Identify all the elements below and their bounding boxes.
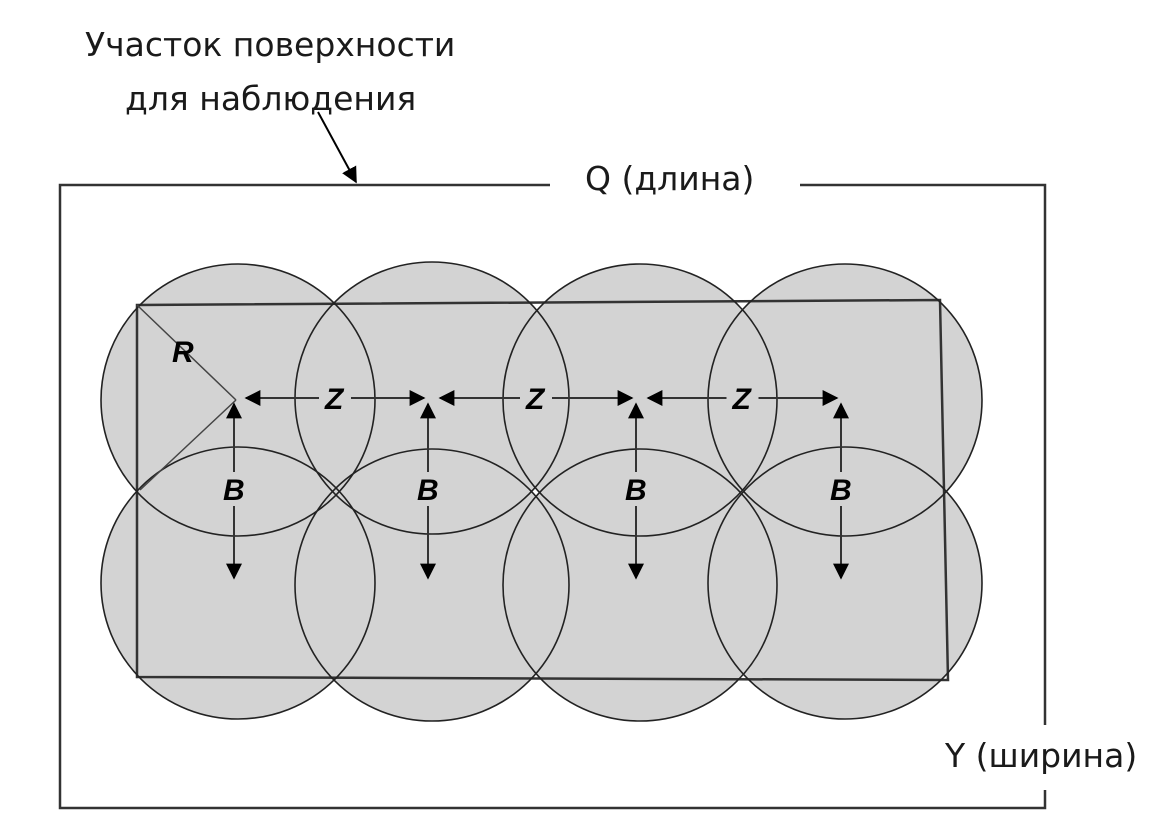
width-label: Y (ширина) [944,736,1137,775]
inner-rectangle [135,298,950,682]
radius-line [136,304,237,401]
coverage-circle-fill [295,262,569,534]
row-offset-label: B [417,474,439,507]
spacing-label: Z [525,383,546,416]
coverage-circle-fill [708,447,982,719]
pointer-arrow [317,111,357,184]
label-bg [520,382,552,412]
label-bg [412,472,444,506]
area-label-line1: Участок поверхности [85,25,455,64]
outer-area-border [58,183,1047,810]
row-offset-label: B [625,474,647,507]
arrows [218,382,857,580]
spacing-label: Z [732,383,753,416]
label-bg [620,472,652,506]
spacing-label: Z [324,383,345,416]
row-offset-label: B [830,474,852,507]
radius-label: R [172,336,194,369]
label-bg [218,472,250,506]
length-label: Q (длина) [585,159,754,198]
label-bg [726,382,759,412]
coverage-circle-fill [101,447,375,719]
coverage-circle-fill [295,449,569,721]
label-bg [825,472,857,506]
diagonal-line [139,399,237,491]
label-bg [319,382,351,412]
area-label-line2: для наблюдения [125,79,416,118]
row-offset-label: B [223,474,245,507]
